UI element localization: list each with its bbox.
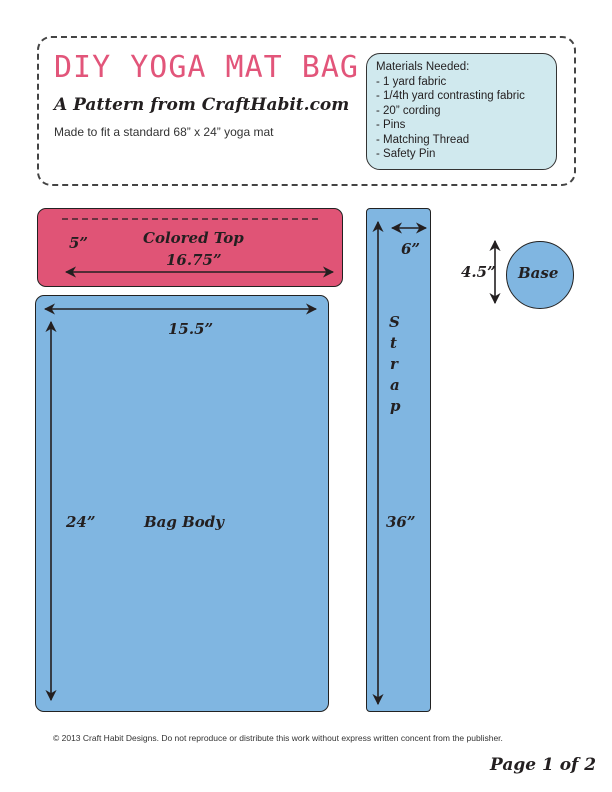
materials-item: - Matching Thread (376, 133, 470, 146)
materials-box: Materials Needed: - 1 yard fabric - 1/4t… (366, 53, 557, 170)
materials-item: - Pins (376, 119, 406, 131)
colored-top-height-label: 5” (69, 234, 89, 252)
fit-note: Made to fit a standard 68” x 24” yoga ma… (54, 125, 274, 139)
page-number: Page 1 of 2 (490, 755, 597, 775)
strap-width-label: 6” (401, 240, 421, 258)
strap-letter: r (390, 355, 398, 373)
strap-letter: S (389, 313, 400, 331)
materials-item: - 1 yard fabric (376, 75, 447, 88)
pattern-subtitle: A Pattern from CraftHabit.com (54, 95, 350, 115)
bag-body-name: Bag Body (144, 513, 224, 531)
materials-item: - Safety Pin (376, 148, 436, 160)
bag-body-width-label: 15.5” (168, 320, 214, 338)
colored-top-width-label: 16.75” (166, 251, 222, 269)
bag-body-piece (35, 295, 329, 712)
materials-item: - 1/4th yard contrasting fabric (376, 90, 525, 102)
materials-item: - 20” cording (376, 104, 441, 117)
materials-list: - 1 yard fabric - 1/4th yard contrasting… (376, 75, 556, 162)
base-name: Base (518, 264, 559, 282)
strap-length-label: 36” (386, 513, 416, 531)
strap-letter: p (390, 397, 401, 415)
header-box (37, 36, 576, 186)
bag-body-height-label: 24” (66, 513, 96, 531)
materials-heading: Materials Needed: (376, 61, 470, 73)
colored-top-name: Colored Top (143, 229, 244, 247)
strap-letter: t (390, 334, 397, 352)
strap-letter: a (390, 376, 400, 394)
base-piece (506, 241, 574, 309)
base-diameter-label: 4.5” (461, 263, 496, 281)
page-title: DIY YOGA MAT BAG (54, 50, 359, 85)
copyright-notice: © 2013 Craft Habit Designs. Do not repro… (53, 733, 503, 743)
